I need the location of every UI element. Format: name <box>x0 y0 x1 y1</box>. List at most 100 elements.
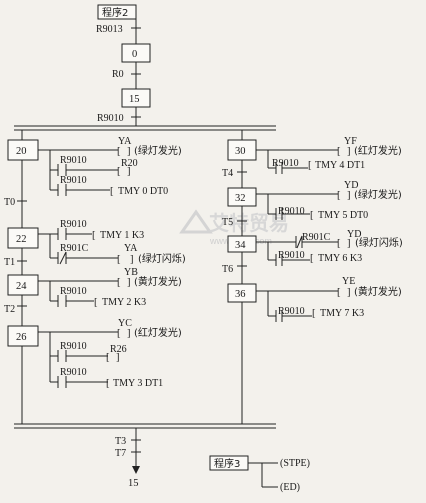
coil-bracket: [ <box>117 166 121 177</box>
coil-bracket: [ <box>310 253 314 264</box>
coil-bracket: ] <box>127 166 131 177</box>
timer-tmy7: TMY 7 K3 <box>320 308 364 319</box>
step-26-label: 26 <box>16 332 27 343</box>
coil-ye: YE <box>342 276 355 287</box>
step-36-label: 36 <box>235 289 246 300</box>
step-24-label: 24 <box>16 281 27 292</box>
coil-yd-1: YD <box>344 180 358 191</box>
transition-r9010-label: R9010 <box>97 113 124 124</box>
coil-bracket: [ <box>106 378 110 389</box>
contact-r9010-26a: R9010 <box>60 341 87 352</box>
timer-tmy0: TMY 0 DT0 <box>118 186 168 197</box>
coil-ya-2-desc: (绿灯闪烁) <box>138 252 186 265</box>
contact-r9010-20a: R9010 <box>60 155 87 166</box>
transition-r0-label: R0 <box>112 69 124 80</box>
timer-tmy1: TMY 1 K3 <box>100 230 144 241</box>
coil-yd-2: YD <box>347 229 361 240</box>
coil-yb: YB <box>124 267 138 278</box>
step-30-label: 30 <box>235 146 246 157</box>
program3-title: 程序3 <box>214 457 240 470</box>
program2-title: 程序2 <box>102 6 128 19</box>
coil-bracket: [ <box>117 277 121 288</box>
coil-yd-1-desc: (绿灯发光) <box>354 188 402 201</box>
transition-t5-label: T5 <box>222 217 233 228</box>
program2-box <box>97 4 137 20</box>
step-26 <box>7 325 39 347</box>
contact-r901c-34: R901C <box>302 232 331 243</box>
contact-r9010-36: R9010 <box>278 306 305 317</box>
coil-yf: YF <box>344 136 357 147</box>
timer-tmy4: TMY 4 DT1 <box>315 160 365 171</box>
transition-t2-label: T2 <box>4 304 15 315</box>
coil-ya-1-desc: (绿灯发光) <box>134 144 182 157</box>
transition-t1-label: T1 <box>4 257 15 268</box>
coil-bracket: [ <box>337 146 341 157</box>
contact-r9010-26b: R9010 <box>60 367 87 378</box>
contact-r9010-20b: R9010 <box>60 175 87 186</box>
timer-tmy5: TMY 5 DT0 <box>318 210 368 221</box>
coil-bracket: [ <box>337 287 341 298</box>
contact-r9010-24: R9010 <box>60 286 87 297</box>
coil-bracket: ] <box>347 287 351 298</box>
coil-bracket: [ <box>117 254 121 265</box>
coil-bracket: [ <box>94 297 98 308</box>
coil-bracket: ] <box>127 277 131 288</box>
coil-yf-desc: (红灯发光) <box>354 144 402 157</box>
step-0-label: 0 <box>132 49 137 60</box>
coil-bracket: ] <box>127 328 131 339</box>
contact-r9013: R9013 <box>96 24 123 35</box>
step-34-label: 34 <box>235 240 246 251</box>
step-32-label: 32 <box>235 193 246 204</box>
transition-t3-label: T3 <box>115 436 126 447</box>
transition-t0-label: T0 <box>4 197 15 208</box>
coil-bracket: [ <box>337 190 341 201</box>
step-24 <box>7 274 39 296</box>
coil-bracket: ] <box>130 254 134 265</box>
coil-yb-desc: (黄灯发光) <box>134 275 182 288</box>
coil-bracket: [ <box>117 146 121 157</box>
transition-t4-label: T4 <box>222 168 233 179</box>
contact-r9010-32: R9010 <box>278 206 305 217</box>
jump-target-15: 15 <box>128 478 139 489</box>
coil-bracket: [ <box>106 352 110 363</box>
coil-bracket: [ <box>110 186 114 197</box>
timer-tmy2: TMY 2 K3 <box>102 297 146 308</box>
coil-ya-2: YA <box>124 243 138 254</box>
coil-bracket: ] <box>127 146 131 157</box>
timer-tmy6: TMY 6 K3 <box>318 253 362 264</box>
step-15-label: 15 <box>129 94 140 105</box>
coil-bracket: ] <box>116 352 120 363</box>
coil-bracket: ] <box>347 238 351 249</box>
arrow-down-icon <box>132 466 140 474</box>
coil-bracket: ] <box>347 146 351 157</box>
coil-yc-desc: (红灯发光) <box>134 326 182 339</box>
instruction-stpe: (STPE) <box>280 458 310 469</box>
step-22-label: 22 <box>16 234 27 245</box>
coil-yc: YC <box>118 318 132 329</box>
coil-bracket: ] <box>347 190 351 201</box>
step-22 <box>7 227 39 249</box>
coil-yd-2-desc: (绿灯闪烁) <box>355 236 403 249</box>
contact-r9010-30: R9010 <box>272 158 299 169</box>
coil-r26: R26 <box>110 344 127 355</box>
transition-t7-label: T7 <box>115 448 126 459</box>
coil-bracket: [ <box>308 160 312 171</box>
coil-bracket: [ <box>312 308 316 319</box>
coil-bracket: [ <box>92 230 96 241</box>
coil-r20: R20 <box>121 158 138 169</box>
contact-r901c-22: R901C <box>60 243 89 254</box>
contact-r9010-22: R9010 <box>60 219 87 230</box>
coil-bracket: [ <box>337 238 341 249</box>
watermark-text: 艾特贸易 <box>209 211 289 235</box>
transition-t6-label: T6 <box>222 264 233 275</box>
step-20-label: 20 <box>16 146 27 157</box>
contact-r9010-34: R9010 <box>278 250 305 261</box>
coil-bracket: [ <box>310 210 314 221</box>
watermark-logo-icon <box>179 209 213 234</box>
instruction-ed: (ED) <box>280 482 300 493</box>
coil-bracket: [ <box>117 328 121 339</box>
timer-tmy3: TMY 3 DT1 <box>113 378 163 389</box>
coil-ya-1: YA <box>118 136 132 147</box>
